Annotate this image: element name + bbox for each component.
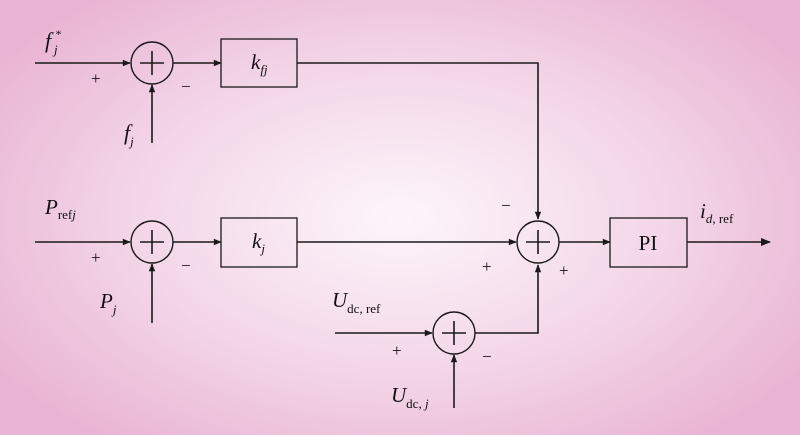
udc-feedback-label: Udc, j — [391, 383, 429, 411]
id-ref-label: id, ref — [700, 199, 734, 226]
summing-junction-main — [516, 220, 560, 264]
pi-block-label: PI — [639, 231, 658, 255]
summing-junction-3 — [432, 311, 476, 355]
p-feedback-label: Pj — [99, 289, 117, 317]
sign-plus-2: + — [91, 248, 101, 267]
kf-output-line — [297, 62, 542, 220]
sum3-output-line — [475, 264, 542, 334]
sign-minus-3: − — [482, 347, 492, 366]
summing-junction-2 — [130, 220, 174, 264]
f-ref-label: f*j — [45, 27, 61, 57]
sign-minus-2: − — [181, 256, 191, 275]
k-block-label: kj — [252, 229, 265, 256]
sign-minus-1: − — [181, 77, 191, 96]
sign-plus-3: + — [392, 341, 402, 360]
sign-plus-main-bottom: + — [559, 261, 569, 280]
udc-ref-label: Udc, ref — [332, 288, 381, 316]
sign-plus-1: + — [91, 69, 101, 88]
f-feedback-label: fj — [124, 120, 134, 149]
kf-block-label: kfj — [251, 50, 268, 77]
sign-plus-main-left: + — [482, 257, 492, 276]
sign-minus-main-top: − — [501, 196, 511, 215]
p-ref-label: Prefj — [44, 195, 76, 222]
summing-junction-1 — [130, 41, 174, 85]
